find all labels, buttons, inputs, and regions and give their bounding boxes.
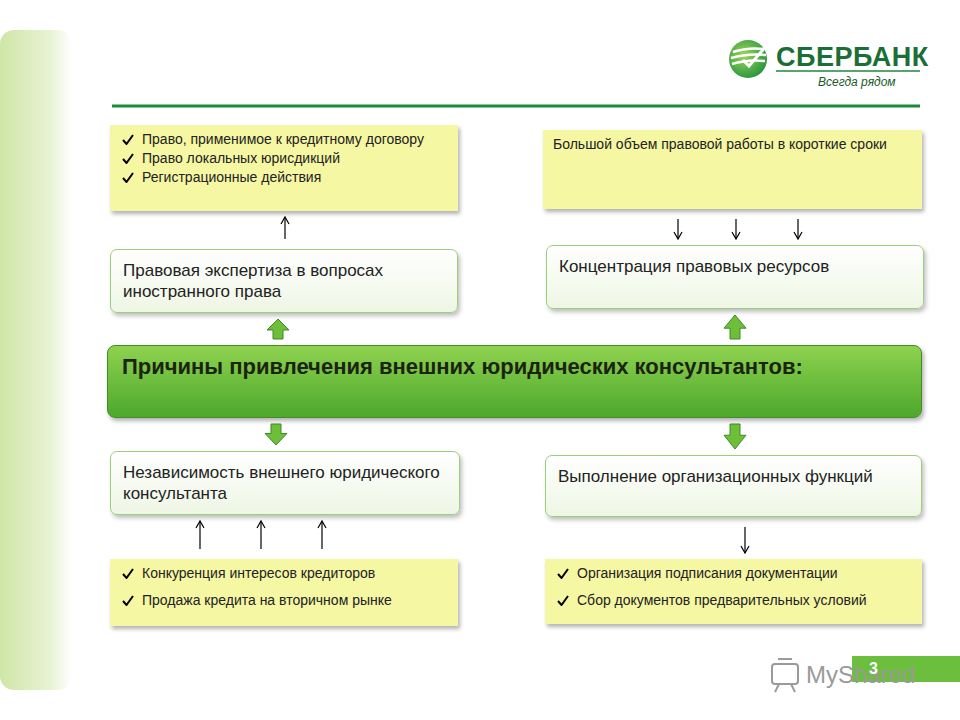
condition-box: Право, применимое к кредитному договоруП… [110,125,458,211]
thin-arrow [744,527,745,553]
checklist-item: Сбор документов предварительных условий [555,592,912,609]
reason-box: Правовая экспертиза в вопросах иностранн… [110,249,458,313]
header-rule [112,105,920,108]
condition-box: Большой объем правовой работы в короткие… [543,130,922,209]
box-text: Правовая экспертиза в вопросах иностранн… [123,260,445,302]
watermark-icon [772,659,798,692]
watermark: MyShared [806,661,915,689]
condition-box: Конкуренция интересов кредиторовПродажа … [110,559,458,626]
checklist-item: Право локальных юрисдикций [120,150,448,167]
thin-arrow [284,217,285,239]
side-strip [0,30,72,690]
reason-box: Выполнение организационных функций [545,455,922,517]
block-arrow [267,319,289,339]
box-text: Большой объем правовой работы в короткие… [553,136,912,153]
checklist-item: Регистрационные действия [120,169,448,186]
condition-box: Организация подписания документацииСбор … [545,559,922,624]
block-arrow [724,424,746,449]
thin-arrow [797,219,798,239]
logo-icon [729,40,767,78]
reason-box: Независимость внешнего юридического конс… [110,451,460,515]
box-text: Выполнение организационных функций [558,466,909,487]
brand-slogan: Всегда рядом [818,75,896,89]
box-text: Причины привлечения внешних юридических … [122,354,907,380]
main-band: Причины привлечения внешних юридических … [107,345,922,418]
thin-arrow [735,219,736,239]
reason-box: Концентрация правовых ресурсов [546,245,924,309]
thin-arrow [260,521,261,549]
block-arrow [724,315,746,339]
page-number: 3 [869,660,878,678]
thin-arrow [677,219,678,239]
checklist-item: Право, применимое к кредитному договору [120,131,448,148]
thin-arrow [199,521,200,549]
checklist-item: Продажа кредита на вторичном рынке [120,592,448,609]
checklist-item: Организация подписания документации [555,565,912,582]
box-text: Концентрация правовых ресурсов [559,256,911,277]
block-arrow [265,424,287,445]
thin-arrow [321,521,322,549]
checklist-item: Конкуренция интересов кредиторов [120,565,448,582]
box-text: Независимость внешнего юридического конс… [123,462,447,504]
brand-name: СБЕРБАНК [776,42,929,73]
